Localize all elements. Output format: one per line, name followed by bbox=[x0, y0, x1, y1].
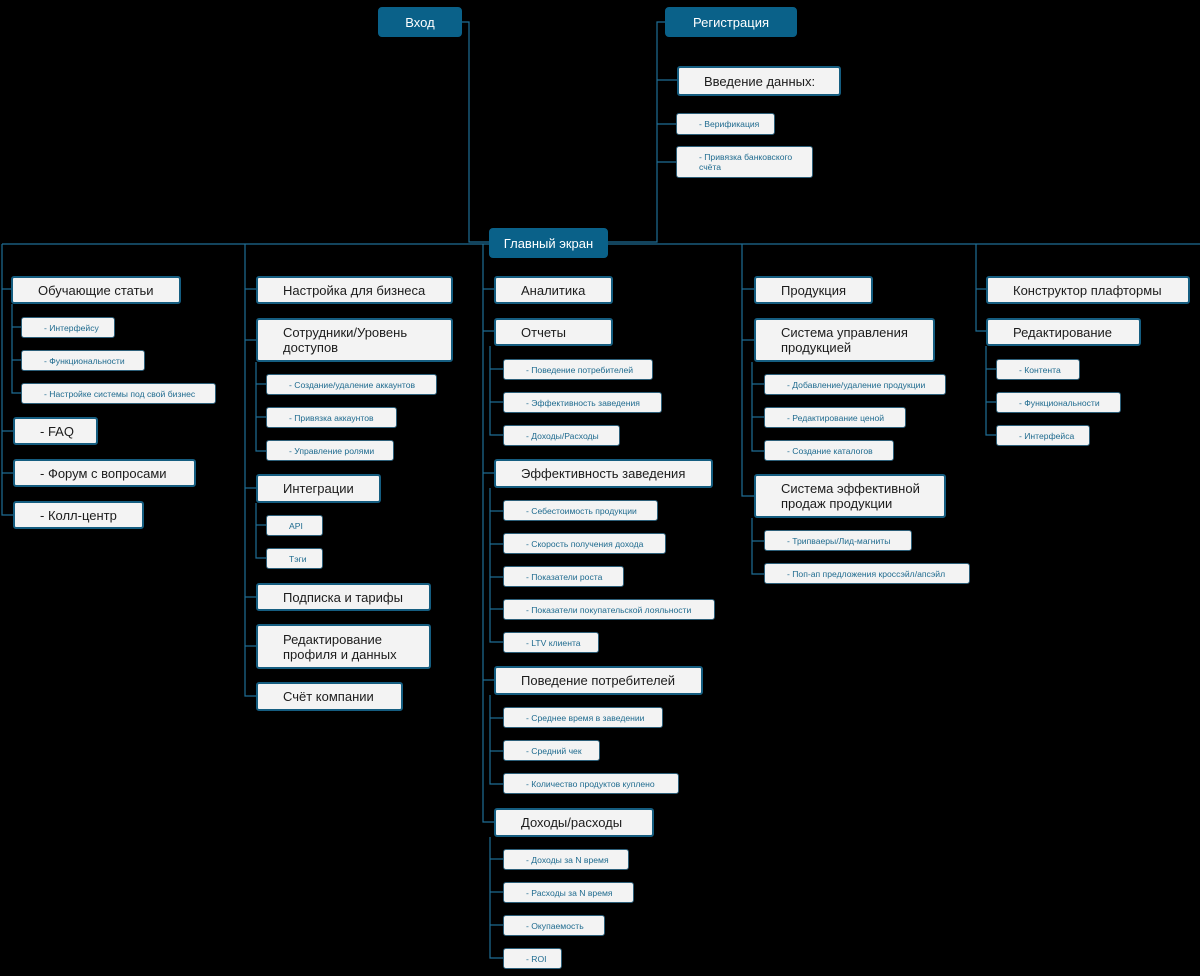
call-center-node[interactable]: - Колл-центр bbox=[13, 501, 144, 529]
venue-efficiency-node[interactable]: Эффективность заведения bbox=[494, 459, 713, 488]
faq-node[interactable]: - FAQ bbox=[13, 417, 98, 445]
learning-setup-node[interactable]: - Настройке системы под свой бизнес bbox=[21, 383, 216, 404]
add-remove-products-node[interactable]: - Добавление/удаление продукции bbox=[764, 374, 946, 395]
income-speed-node[interactable]: - Скорость получения дохода bbox=[503, 533, 666, 554]
income-period-node[interactable]: - Доходы за N время bbox=[503, 849, 629, 870]
data-entry-node[interactable]: Введение данных: bbox=[677, 66, 841, 96]
tags-node[interactable]: Тэги bbox=[266, 548, 323, 569]
login-node[interactable]: Вход bbox=[378, 7, 462, 37]
create-delete-accounts-node[interactable]: - Создание/удаление аккаунтов bbox=[266, 374, 437, 395]
growth-metrics-node[interactable]: - Показатели роста bbox=[503, 566, 624, 587]
edit-functionality-node[interactable]: - Функциональности bbox=[996, 392, 1121, 413]
avg-check-node[interactable]: - Средний чек bbox=[503, 740, 600, 761]
edit-content-node[interactable]: - Контента bbox=[996, 359, 1080, 380]
learning-functionality-node[interactable]: - Функциональности bbox=[21, 350, 145, 371]
popup-offers-node[interactable]: - Поп-ап предложения кроссэйл/апсэйл bbox=[764, 563, 970, 584]
price-edit-node[interactable]: - Редактирование ценой bbox=[764, 407, 906, 428]
forum-node[interactable]: - Форум с вопросами bbox=[13, 459, 196, 487]
subscription-node[interactable]: Подписка и тарифы bbox=[256, 583, 431, 611]
expenses-period-node[interactable]: - Расходы за N время bbox=[503, 882, 634, 903]
loyalty-metrics-node[interactable]: - Показатели покупательской лояльности bbox=[503, 599, 715, 620]
consumer-behavior-node[interactable]: Поведение потребителей bbox=[494, 666, 703, 695]
learning-interface-node[interactable]: - Интерфейсу bbox=[21, 317, 115, 338]
role-management-node[interactable]: - Управление ролями bbox=[266, 440, 394, 461]
main-screen-node[interactable]: Главный экран bbox=[489, 228, 608, 258]
roi-node[interactable]: - ROI bbox=[503, 948, 562, 969]
profile-edit-node[interactable]: Редактирование профиля и данных bbox=[256, 624, 431, 669]
report-income-node[interactable]: - Доходы/Расходы bbox=[503, 425, 620, 446]
avg-time-node[interactable]: - Среднее время в заведении bbox=[503, 707, 663, 728]
business-setup-node[interactable]: Настройка для бизнеса bbox=[256, 276, 453, 304]
report-efficiency-node[interactable]: - Эффективность заведения bbox=[503, 392, 662, 413]
tripwires-node[interactable]: - Трипваеры/Лид-магниты bbox=[764, 530, 912, 551]
product-management-node[interactable]: Система управления продукцией bbox=[754, 318, 935, 362]
reports-node[interactable]: Отчеты bbox=[494, 318, 613, 346]
analytics-node[interactable]: Аналитика bbox=[494, 276, 613, 304]
platform-constructor-node[interactable]: Конструктор плафтормы bbox=[986, 276, 1190, 304]
production-cost-node[interactable]: - Себестоимость продукции bbox=[503, 500, 658, 521]
link-accounts-node[interactable]: - Привязка аккаунтов bbox=[266, 407, 397, 428]
bank-account-node[interactable]: - Привязка банковского счёта bbox=[676, 146, 813, 178]
learning-articles-node[interactable]: Обучающие статьи bbox=[11, 276, 181, 304]
verification-node[interactable]: - Верификация bbox=[676, 113, 775, 135]
staff-access-node[interactable]: Сотрудники/Уровень доступов bbox=[256, 318, 453, 362]
products-bought-node[interactable]: - Количество продуктов куплено bbox=[503, 773, 679, 794]
sales-system-node[interactable]: Система эффективной продаж продукции bbox=[754, 474, 946, 518]
ltv-node[interactable]: - LTV клиента bbox=[503, 632, 599, 653]
company-account-node[interactable]: Счёт компании bbox=[256, 682, 403, 711]
products-node[interactable]: Продукция bbox=[754, 276, 873, 304]
catalogs-node[interactable]: - Создание каталогов bbox=[764, 440, 894, 461]
api-node[interactable]: API bbox=[266, 515, 323, 536]
payback-node[interactable]: - Окупаемость bbox=[503, 915, 605, 936]
integrations-node[interactable]: Интеграции bbox=[256, 474, 381, 503]
income-expenses-node[interactable]: Доходы/расходы bbox=[494, 808, 654, 837]
edit-interface-node[interactable]: - Интерфейса bbox=[996, 425, 1090, 446]
editing-node[interactable]: Редактирование bbox=[986, 318, 1141, 346]
register-node[interactable]: Регистрация bbox=[665, 7, 797, 37]
report-behavior-node[interactable]: - Поведение потребителей bbox=[503, 359, 653, 380]
